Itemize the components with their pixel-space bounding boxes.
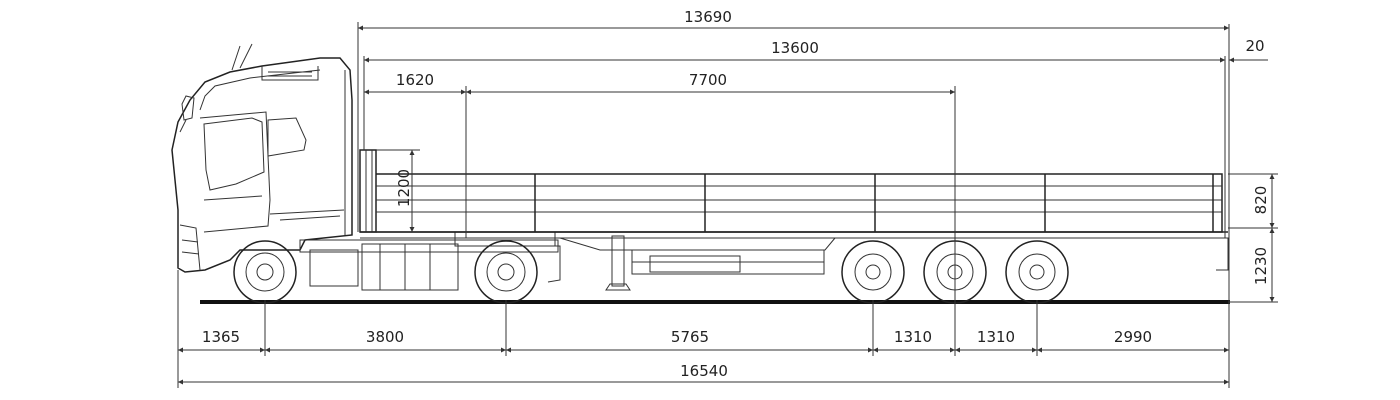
dim-kingpin-offset: 1620 <box>396 71 434 89</box>
dim-front-overhang: 1365 <box>202 328 240 346</box>
dim-deck-height: 1230 <box>1252 247 1270 285</box>
dim-rear-overhang: 2990 <box>1114 328 1152 346</box>
dim-kingpin-to-axle: 7700 <box>689 71 727 89</box>
dim-overall-trailer-length: 13690 <box>684 8 732 26</box>
extension-lines <box>177 22 1278 388</box>
dim-front-overhang-small: 20 <box>1245 37 1264 55</box>
tractor-chassis <box>299 231 561 291</box>
trailer-axle-1 <box>841 240 905 304</box>
tractor-rear-wheel <box>474 240 538 304</box>
dimension-labels: 13690 13600 20 1620 7700 1200 820 1230 1… <box>202 8 1270 380</box>
trailer-axle-3 <box>1005 240 1069 304</box>
dim-overall-length: 16540 <box>680 362 728 380</box>
dim-side-board-height: 1200 <box>395 169 413 207</box>
dim-platform-length: 13600 <box>771 39 819 57</box>
tractor-cab <box>171 43 353 273</box>
dim-axle-spacing-2: 1310 <box>977 328 1015 346</box>
dim-tractor-wheelbase: 3800 <box>366 328 404 346</box>
dim-fifth-wheel-to-axle: 5765 <box>671 328 709 346</box>
dim-rear-board-height: 820 <box>1252 186 1270 215</box>
trailer-body <box>359 149 1229 291</box>
dim-axle-spacing-1: 1310 <box>894 328 932 346</box>
dimension-lines <box>178 25 1275 385</box>
